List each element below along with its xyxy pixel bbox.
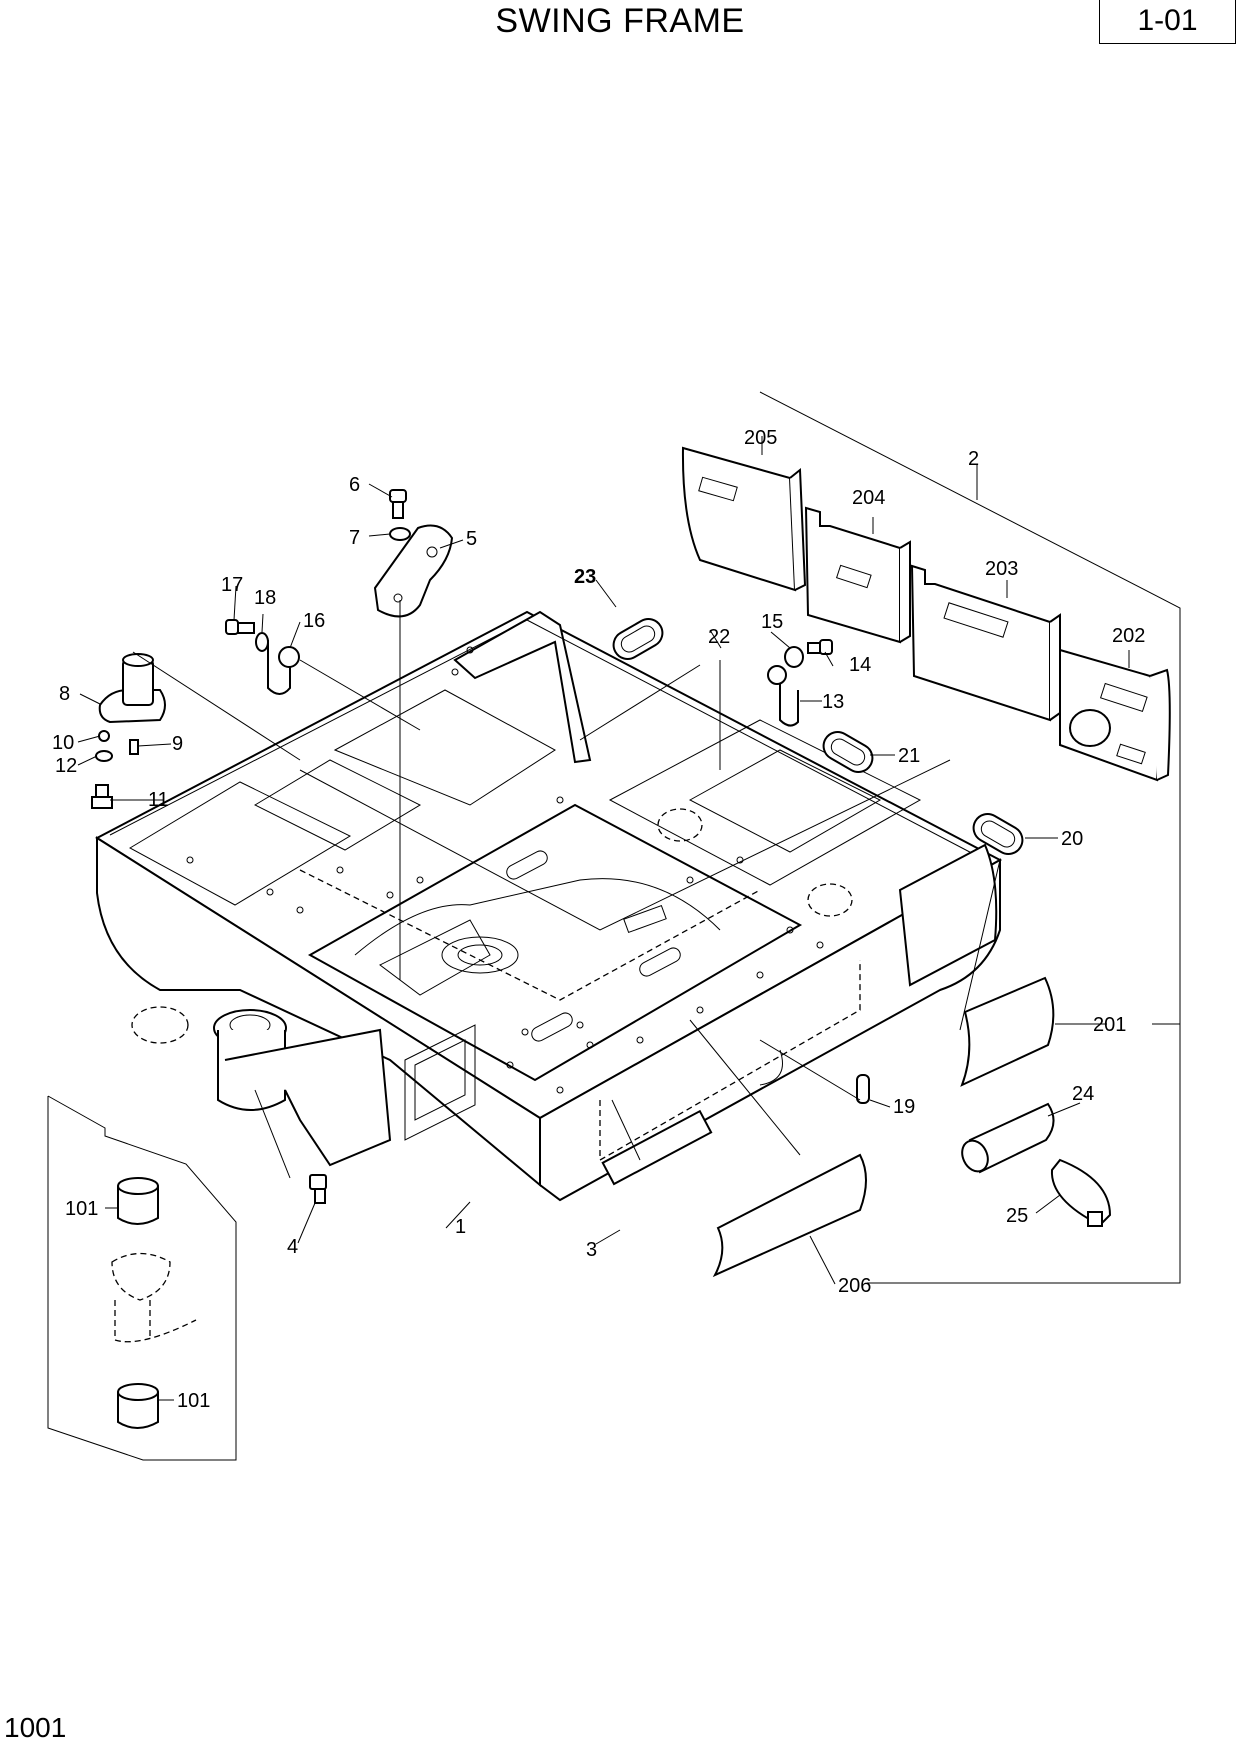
- callout-17: 17: [221, 574, 243, 596]
- callout-18: 18: [254, 587, 276, 609]
- grease-fitting-4: [309, 1174, 327, 1204]
- callout-201: 201: [1093, 1014, 1126, 1036]
- callout-10: 10: [52, 732, 74, 754]
- callout-11: 11: [148, 789, 169, 811]
- clip-16: [267, 640, 300, 695]
- spring-pin-9: [129, 739, 139, 755]
- callout-3: 3: [586, 1239, 597, 1261]
- pin-8: [98, 653, 166, 724]
- callout-101-top: 101: [65, 1198, 98, 1220]
- page-title: SWING FRAME: [495, 2, 745, 40]
- callout-15: 15: [761, 611, 783, 633]
- cover-203: [910, 564, 1061, 722]
- band-25: [1050, 1158, 1112, 1227]
- callout-13: 13: [822, 691, 844, 713]
- pin-19: [856, 1074, 870, 1104]
- callout-204: 204: [852, 487, 885, 509]
- bolt-6: [389, 489, 407, 519]
- callout-4: 4: [287, 1236, 298, 1258]
- cover-204: [804, 506, 911, 644]
- callout-101-bottom: 101: [177, 1390, 210, 1412]
- callout-22: 22: [708, 626, 730, 648]
- callout-5: 5: [466, 528, 477, 550]
- callout-23: 23: [574, 566, 596, 588]
- callout-19: 19: [893, 1096, 915, 1118]
- callout-6: 6: [349, 474, 360, 496]
- callout-8: 8: [59, 683, 70, 705]
- washer-12: [95, 750, 113, 762]
- callout-24: 24: [1072, 1083, 1094, 1105]
- callout-12: 12: [55, 755, 77, 777]
- grommet-20: [972, 813, 1024, 855]
- callout-9: 9: [172, 733, 183, 755]
- bolt-11: [91, 784, 113, 809]
- leader-lines: [77, 436, 1130, 1401]
- callout-2: 2: [968, 448, 979, 470]
- washer-7: [389, 527, 411, 541]
- callout-205: 205: [744, 427, 777, 449]
- callout-labels: 1 2 3 4 5 6 7 8 9 10 11 12 13 14 15 16 1…: [52, 427, 1145, 1412]
- page-number: 1001: [4, 1712, 67, 1743]
- callout-16: 16: [303, 610, 325, 632]
- cover-206: [712, 1153, 867, 1278]
- callout-20: 20: [1061, 828, 1083, 850]
- bushing-detail-inset: [47, 1095, 237, 1461]
- callout-202: 202: [1112, 625, 1145, 647]
- nut-10: [98, 730, 110, 742]
- clip-13: [767, 665, 799, 727]
- bolt-17: [225, 619, 255, 635]
- cover-202: [1059, 648, 1171, 782]
- grommet-23: [612, 618, 664, 660]
- swing-frame-body: [95, 610, 1003, 1202]
- callout-206: 206: [838, 1275, 871, 1297]
- callout-21: 21: [898, 745, 920, 767]
- plate-5: [373, 524, 454, 618]
- grommet-21: [822, 731, 874, 773]
- bolt-14: [807, 639, 833, 655]
- washer-18: [255, 632, 269, 652]
- callout-14: 14: [849, 654, 871, 676]
- block-3: [601, 1109, 713, 1186]
- cover-201: [960, 976, 1055, 1087]
- section-ref-box: 1-01: [1099, 0, 1236, 44]
- tube-24: [961, 1102, 1055, 1174]
- callout-7: 7: [349, 527, 360, 549]
- callout-25: 25: [1006, 1205, 1028, 1227]
- cover-205: [681, 446, 807, 592]
- callout-1: 1: [455, 1216, 466, 1238]
- washer-15: [784, 646, 804, 668]
- callout-203: 203: [985, 558, 1018, 580]
